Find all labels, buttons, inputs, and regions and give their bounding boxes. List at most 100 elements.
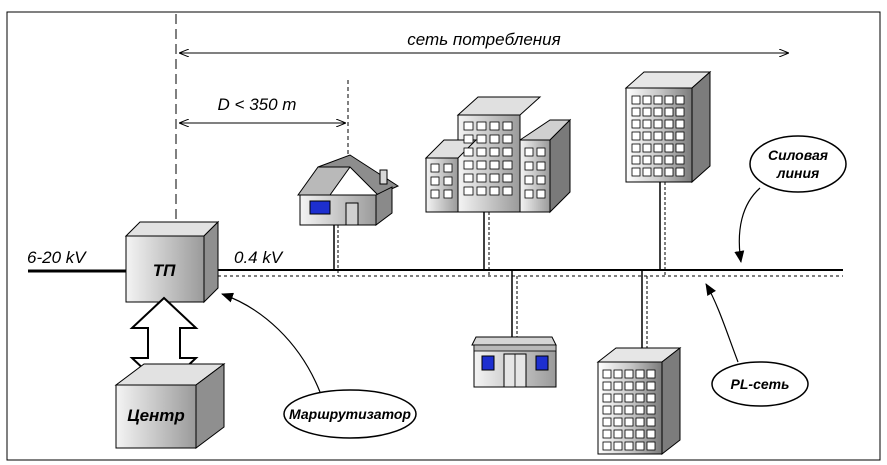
window	[624, 429, 634, 439]
window	[602, 393, 612, 403]
window	[624, 405, 634, 415]
window	[631, 167, 641, 177]
router-label: Маршрутизатор	[289, 406, 411, 422]
window	[664, 143, 674, 153]
window	[635, 429, 645, 439]
window	[646, 429, 656, 439]
window	[635, 417, 645, 427]
window	[613, 417, 623, 427]
window	[613, 429, 623, 439]
window	[664, 107, 674, 117]
window	[502, 173, 513, 183]
window	[489, 160, 500, 170]
router-callout: Маршрутизатор	[221, 292, 417, 439]
window	[502, 121, 513, 131]
window	[642, 143, 652, 153]
pl-net-label: PL-сеть	[731, 376, 790, 392]
window	[430, 189, 440, 199]
tower-icon	[624, 70, 712, 184]
window	[463, 147, 474, 157]
router-pointer	[221, 292, 321, 393]
window	[646, 381, 656, 391]
window	[524, 147, 534, 157]
center-label: Центр	[127, 406, 185, 425]
window	[631, 107, 641, 117]
window	[653, 143, 663, 153]
window	[602, 417, 612, 427]
window	[642, 131, 652, 141]
window	[524, 161, 534, 171]
tp-box: ТП	[124, 220, 220, 304]
window	[675, 143, 685, 153]
window	[489, 121, 500, 131]
window	[602, 429, 612, 439]
window	[502, 134, 513, 144]
window	[613, 405, 623, 415]
window	[675, 95, 685, 105]
window	[524, 189, 534, 199]
window	[476, 160, 487, 170]
window	[664, 167, 674, 177]
tower-drop	[659, 182, 666, 276]
window	[524, 175, 534, 185]
office-complex-icon	[424, 96, 572, 214]
window	[476, 134, 487, 144]
network-label: сеть потребления	[407, 30, 560, 49]
window	[463, 186, 474, 196]
diagram-frame	[6, 11, 881, 461]
window	[653, 119, 663, 129]
window	[624, 393, 634, 403]
window	[675, 107, 685, 117]
power-line-label-2: линия	[776, 165, 820, 181]
window	[443, 176, 453, 186]
window	[646, 405, 656, 415]
window	[602, 441, 612, 451]
window	[653, 167, 663, 177]
window	[631, 131, 641, 141]
window	[602, 381, 612, 391]
window	[646, 441, 656, 451]
window	[536, 161, 546, 171]
window	[624, 369, 634, 379]
window	[430, 163, 440, 173]
window	[631, 119, 641, 129]
pl-net-callout: PL-сеть	[705, 283, 809, 407]
window	[502, 147, 513, 157]
window	[675, 119, 685, 129]
window	[653, 95, 663, 105]
window	[489, 186, 500, 196]
window	[613, 381, 623, 391]
apartment-drop	[641, 270, 648, 348]
window	[642, 167, 652, 177]
tp-label: ТП	[153, 261, 176, 280]
window	[635, 405, 645, 415]
window	[642, 107, 652, 117]
window	[675, 131, 685, 141]
window	[653, 131, 663, 141]
window	[476, 121, 487, 131]
window	[489, 173, 500, 183]
lv-label: 0.4 kV	[234, 248, 284, 267]
window	[653, 155, 663, 165]
pl-net-pointer	[705, 283, 739, 363]
window	[463, 160, 474, 170]
window	[631, 143, 641, 153]
window	[430, 176, 440, 186]
window	[664, 119, 674, 129]
window	[635, 441, 645, 451]
window	[624, 417, 634, 427]
window	[613, 393, 623, 403]
power-line-callout: Силовая линия	[734, 135, 847, 263]
window	[602, 405, 612, 415]
window	[536, 175, 546, 185]
window	[489, 134, 500, 144]
window	[476, 147, 487, 157]
apartment-icon	[596, 346, 682, 456]
window	[502, 160, 513, 170]
window	[675, 167, 685, 177]
window	[463, 121, 474, 131]
window	[602, 369, 612, 379]
window	[613, 441, 623, 451]
